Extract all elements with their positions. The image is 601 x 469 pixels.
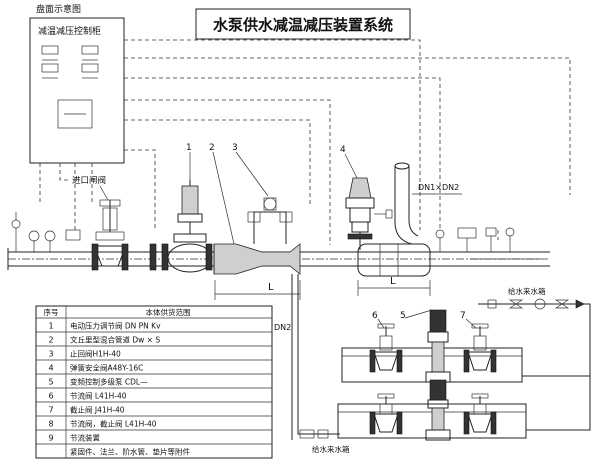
table-header-no: 序号	[44, 307, 59, 317]
table-cell-no: 2	[48, 336, 53, 345]
multistage-pump-lower	[425, 379, 451, 441]
supply-scope-table: 序号 本体供货范围 1 电动压力调节阀 DN PN Kv 2 文丘里型混合管道 Dw …	[35, 305, 273, 459]
signal-lines	[39, 39, 571, 245]
table-cell-item: 节流装置	[70, 433, 100, 443]
inlet-valve-label: 进口闸阀	[72, 176, 106, 186]
electric-regulating-valve	[149, 180, 213, 273]
cabinet-name: 减温减压控制柜	[38, 25, 101, 37]
table-cell-no: 4	[48, 364, 53, 373]
venturi-mixing-pipe	[213, 243, 301, 275]
table-cell-item: 止回阀H1H-40	[70, 349, 121, 359]
table-cell-no: 9	[48, 434, 53, 443]
callout-3: 3	[232, 143, 238, 153]
table-cell-item: 变频控制多级泵 CDL—	[70, 377, 148, 387]
title-box	[195, 8, 411, 40]
control-cabinet	[29, 17, 125, 164]
table-cell-item: 电动压力调节阀 DN PN Kv	[70, 321, 161, 331]
table-rows: 1 电动压力调节阀 DN PN Kv 2 文丘里型混合管道 Dw × S 3 止回阀H1H…	[36, 321, 272, 457]
water-source-bottom-label: 给水来水箱	[312, 444, 350, 454]
vertical-return-pipe	[394, 162, 419, 245]
stop-valve-lower	[463, 393, 497, 435]
water-source-right-label: 给水来水箱	[508, 286, 546, 296]
right-instruments	[435, 227, 540, 260]
table-cell-no: 7	[48, 406, 53, 415]
left-instruments	[11, 212, 81, 252]
callout-6: 6	[372, 311, 378, 321]
callout-4: 4	[340, 145, 346, 155]
panel-caption: 盘面示意图	[36, 3, 81, 15]
table-cell-item: 弹簧安全阀A48Y-16C	[70, 363, 143, 373]
table-cell-item: 节流阀 L41H-40	[70, 391, 127, 401]
right-source-line: 给水来水箱	[478, 286, 591, 376]
table-cell-no: 5	[48, 378, 53, 387]
check-valve-assembly	[247, 197, 293, 244]
stop-valve-upper	[463, 323, 497, 373]
callout-5: 5	[400, 311, 406, 321]
throttle-valve-lower	[369, 393, 403, 435]
callout-2: 2	[209, 143, 215, 153]
callout-1: 1	[186, 143, 192, 153]
dimension-L-left: L	[268, 282, 274, 293]
dn2-label: DN2	[274, 323, 291, 332]
safety-valve	[345, 177, 393, 250]
table-cell-item: 节流阀，截止阀 L41H-40	[70, 419, 157, 429]
table-cell-no: 6	[48, 392, 53, 401]
desuperheater-vessel	[357, 243, 431, 277]
dimension-markers: L L	[214, 276, 431, 300]
throttle-valve-upper	[369, 323, 403, 373]
dimension-L-right: L	[390, 276, 396, 287]
table-header-item: 本体供货范围	[146, 307, 191, 317]
callout-7: 7	[460, 311, 466, 321]
diagram-title: 水泵供水减温减压装置系统	[213, 16, 393, 34]
feed-water-line	[291, 274, 340, 440]
panel-indicators	[41, 45, 99, 129]
table-cell-no: 8	[48, 420, 53, 429]
callout-labels: 1 2 3 4 5 6 7	[186, 143, 477, 329]
table-cell-item: 紧固件、法兰、阶水管、垫片等附件	[70, 447, 190, 457]
table-cell-no: 3	[48, 350, 53, 359]
multistage-pump-upper	[425, 309, 451, 383]
table-cell-item: 截止阀 J41H-40	[70, 405, 125, 415]
table-cell-item: 文丘里型混合管道 Dw × S	[70, 335, 160, 345]
inlet-gate-valve	[91, 199, 129, 271]
bottom-source: 给水来水箱	[299, 429, 350, 454]
table-cell-no: 1	[48, 322, 53, 331]
dn1-dn2-label: DN1×DN2	[418, 183, 459, 192]
